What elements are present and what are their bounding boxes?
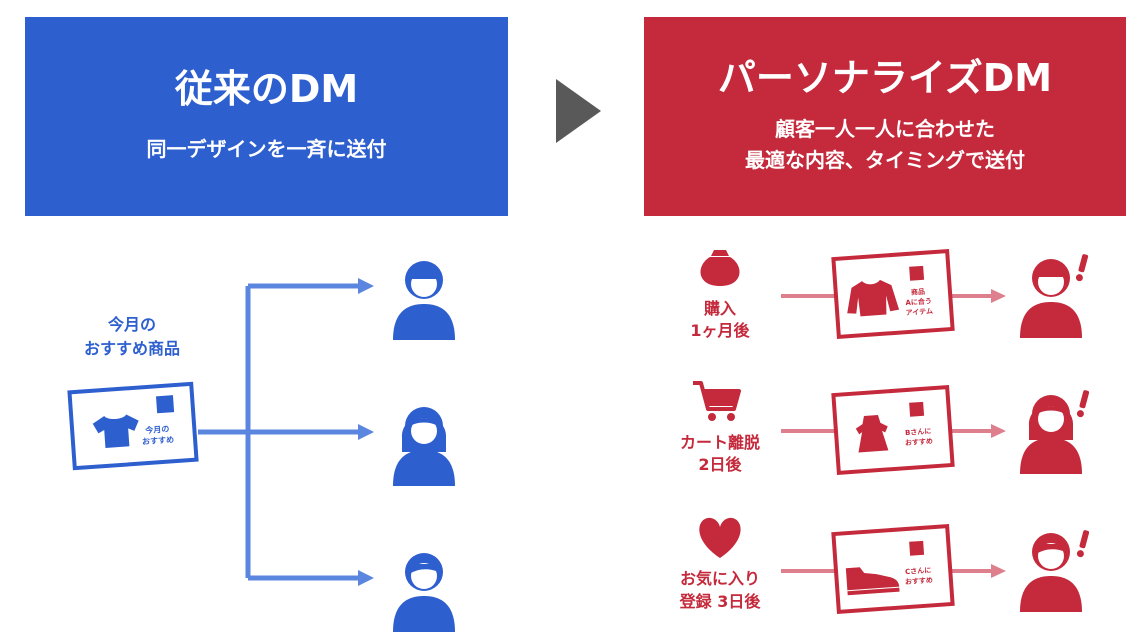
stamp-icon [909, 265, 925, 281]
person-long-hair-icon [1020, 395, 1082, 474]
row-1-card-label-line-1: 商品 [911, 287, 926, 297]
row-2-card-label-line-1: Bさんに [905, 426, 932, 437]
row-3-card-label-line-2: おすすめ [905, 575, 934, 586]
monthly-recommendation-card: 今月の おすすめ [67, 381, 199, 471]
row-3-dm-card: Cさんに おすすめ [831, 523, 955, 615]
personalized-dm-title: パーソナライズDM [717, 55, 1053, 100]
row-1-card-label-line-3: アイテム [905, 307, 933, 317]
person-side-part-icon [1020, 533, 1082, 612]
stamp-icon [155, 395, 175, 414]
row-3-trigger-line-1: お気に入り [680, 569, 760, 588]
traditional-dm-title: 従来のDM [174, 67, 359, 112]
row-2-trigger-line-1: カート離脱 [680, 433, 760, 452]
row-3-arrowhead [991, 564, 1006, 578]
person-side-part-icon [393, 553, 455, 632]
card-label-line-1: 今月の [144, 423, 170, 435]
row-1-card-label-line-2: Aに合う [905, 296, 932, 307]
exclamation-icon [1076, 530, 1090, 558]
stamp-icon [909, 401, 925, 417]
sweater-icon [847, 279, 900, 317]
personalized-dm-subtitle-line-2: 最適な内容、タイミングで送付 [745, 148, 1025, 173]
exclamation-icon [1076, 390, 1090, 418]
person-short-hair-icon [1020, 259, 1082, 338]
row-1-trigger-line-2: 1ヶ月後 [690, 321, 750, 340]
shopping-cart-icon [693, 381, 741, 421]
person-long-hair-icon [393, 407, 455, 486]
row-1-dm-card: 商品 Aに合う アイテム [831, 248, 955, 340]
row-3-card-label-line-1: Cさんに [905, 565, 932, 576]
traditional-dm-subtitle: 同一デザインを一斉に送付 [146, 136, 387, 161]
row-2-card-label-line-2: おすすめ [905, 436, 934, 447]
traditional-dm-panel: 従来のDM 同一デザインを一斉に送付 [25, 17, 508, 216]
card-caption-line-2: おすすめ商品 [84, 339, 180, 358]
card-caption-line-1: 今月の [107, 315, 156, 334]
person-short-hair-icon [393, 261, 455, 340]
left-arrowheads [358, 278, 374, 586]
card-label-line-2: おすすめ [142, 435, 175, 446]
stamp-icon [909, 540, 925, 556]
row-2-dm-card: Bさんに おすすめ [831, 384, 955, 476]
left-connector-lines [198, 283, 360, 581]
money-bag-icon [700, 250, 740, 286]
exclamation-icon [1075, 254, 1089, 282]
sneaker-icon [845, 567, 900, 596]
row-2-arrowhead [991, 424, 1006, 438]
heart-icon [699, 517, 741, 558]
personalized-dm-subtitle-line-1: 顧客一人一人に合わせた [775, 117, 995, 142]
personalized-dm-panel: パーソナライズDM 顧客一人一人に合わせた 最適な内容、タイミングで送付 [644, 17, 1126, 216]
tshirt-icon [92, 414, 139, 448]
row-1-trigger-line-1: 購入 [703, 299, 736, 318]
play-triangle-icon [556, 79, 601, 143]
row-1-arrowhead [991, 289, 1006, 303]
row-3-trigger-line-2: 登録 3日後 [679, 592, 762, 611]
row-2-trigger-line-2: 2日後 [698, 455, 742, 474]
dress-icon [855, 415, 889, 453]
